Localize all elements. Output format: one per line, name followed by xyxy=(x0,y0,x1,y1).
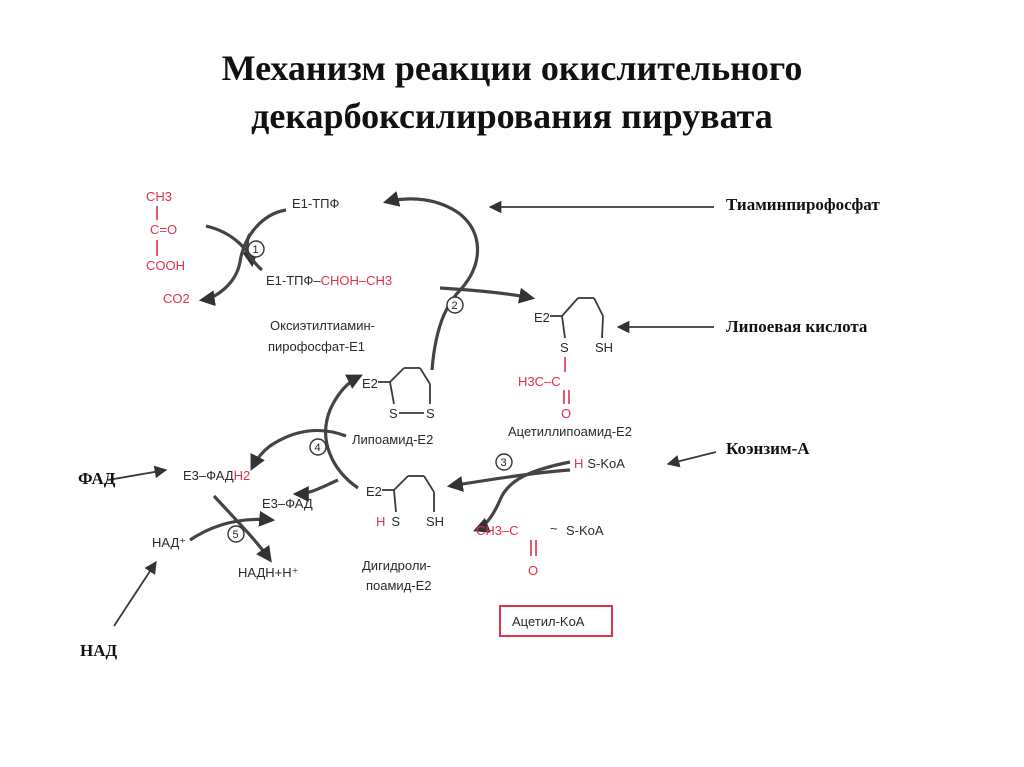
svg-text:H3C–C: H3C–C xyxy=(518,374,561,389)
title-line-1: Механизм реакции окислительного xyxy=(221,48,803,88)
arrow-coa xyxy=(666,451,717,468)
e1-tpp: E1-ТПФ xyxy=(292,196,340,211)
pyruvate-ch3: CH3 xyxy=(146,189,172,204)
label-coa: Коэнзим-А xyxy=(726,439,810,458)
pyruvate-co: C=O xyxy=(150,222,177,237)
e1-complex-enzyme: E1-ТПФ– xyxy=(266,273,321,288)
dihydrolipoamide-name-2: поамид-E2 xyxy=(366,578,432,593)
pyruvate: CH3 C=O COOH CO2 xyxy=(146,189,190,306)
nadh: НАДH+H⁺ xyxy=(238,565,299,580)
svg-text:O: O xyxy=(528,563,538,578)
svg-text:S: S xyxy=(389,406,398,421)
e1-complex-hydroxyethyl: CHOH–CH3 xyxy=(321,273,393,288)
label-nad: НАД xyxy=(80,641,118,660)
step-1: 1 xyxy=(253,244,259,256)
svg-text:~: ~ xyxy=(550,521,558,536)
lipoamide: E2 S S Липоамид-E2 xyxy=(352,367,435,447)
svg-text:CH3–C: CH3–C xyxy=(476,523,519,538)
step-5: 5 xyxy=(233,529,239,541)
label-lipoic: Липоевая кислота xyxy=(726,317,868,336)
e1-complex: E1-ТПФ–CHOH–CH3 xyxy=(266,273,392,288)
step-4: 4 xyxy=(315,442,321,454)
acetyl-lipoamide: E2 S SH H3C–C O Ацетиллипоамид-E2 xyxy=(508,297,632,439)
dihydrolipoamide-name-1: Дигидроли- xyxy=(362,558,431,573)
svg-text:E2: E2 xyxy=(366,484,382,499)
svg-text:SH: SH xyxy=(595,340,613,355)
acetyl-coa-box xyxy=(499,605,613,637)
step-2: 2 xyxy=(452,300,458,312)
title-line-2: декарбоксилирования пирувата xyxy=(251,96,773,136)
svg-text:HS: HS xyxy=(376,514,400,529)
label-fad: ФАД xyxy=(78,469,116,488)
slide-title: Механизм реакции окислительного декарбок… xyxy=(0,44,1024,140)
pyruvate-cooh: COOH xyxy=(146,258,185,273)
hydroxyethyl-tpp-name-1: Оксиэтилтиамин- xyxy=(270,318,375,333)
arrow-nad xyxy=(113,560,157,627)
step-3: 3 xyxy=(501,457,507,469)
svg-text:S: S xyxy=(560,340,569,355)
co2: CO2 xyxy=(163,291,190,306)
label-tpp: Тиаминпирофосфат xyxy=(726,195,880,214)
acetyl-coa-formula: CH3–C ~ S-KoA O xyxy=(476,521,604,578)
svg-text:S: S xyxy=(426,406,435,421)
svg-text:S-KoA: S-KoA xyxy=(566,523,604,538)
e3-fad: E3–ФАД xyxy=(262,496,313,511)
svg-text:E1-ТПФ–CHOH–CH3: E1-ТПФ–CHOH–CH3 xyxy=(266,273,392,288)
acetyl-coa-label: Ацетил-KoA xyxy=(512,614,585,629)
svg-text:SH: SH xyxy=(426,514,444,529)
acetyl-lipoamide-name: Ацетиллипоамид-E2 xyxy=(508,424,632,439)
nad-plus: НАД⁺ xyxy=(152,535,186,550)
arrow-fad xyxy=(107,465,168,481)
svg-text:E2: E2 xyxy=(534,310,550,325)
e3-fadh2: E3–ФАДH2 xyxy=(183,468,250,483)
svg-text:O: O xyxy=(561,406,571,421)
svg-text:E2: E2 xyxy=(362,376,378,391)
hydroxyethyl-tpp-name-2: пирофосфат-E1 xyxy=(268,339,365,354)
lipoamide-name: Липоамид-E2 xyxy=(352,432,433,447)
